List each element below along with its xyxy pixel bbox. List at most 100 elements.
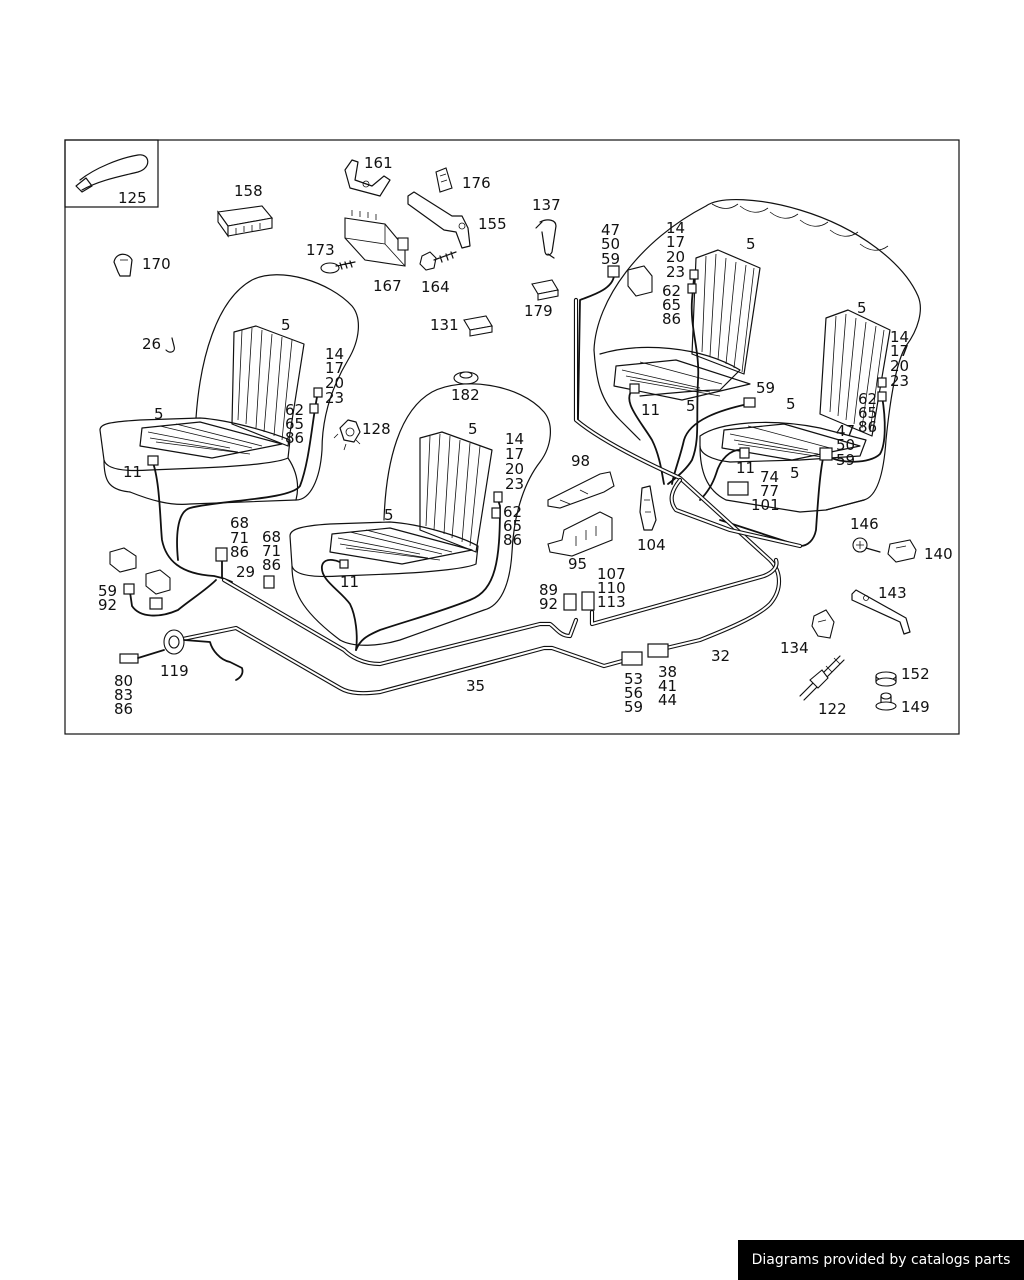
label-68: 68 xyxy=(262,528,281,546)
label-92: 92 xyxy=(539,595,558,613)
label-137: 137 xyxy=(532,196,561,214)
label-56: 56 xyxy=(624,684,643,702)
label-71: 71 xyxy=(262,542,281,560)
label-65: 65 xyxy=(285,415,304,433)
wire-harness-front-left xyxy=(129,391,319,617)
label-173: 173 xyxy=(306,241,335,259)
label-17: 17 xyxy=(325,359,344,377)
label-59: 59 xyxy=(601,250,620,268)
relay-59-92 xyxy=(109,547,171,595)
label-5: 5 xyxy=(468,420,478,438)
label-95: 95 xyxy=(568,555,587,573)
label-59: 59 xyxy=(836,451,855,469)
label-38: 38 xyxy=(658,663,677,681)
cable-tie-icon xyxy=(75,154,149,193)
relay-module-158 xyxy=(217,205,274,238)
label-107: 107 xyxy=(597,565,626,583)
label-179: 179 xyxy=(524,302,553,320)
label-23: 23 xyxy=(890,372,909,390)
label-113: 113 xyxy=(597,593,626,611)
bracket-155 xyxy=(407,191,471,249)
label-20: 20 xyxy=(325,374,344,392)
label-158: 158 xyxy=(234,182,263,200)
label-152: 152 xyxy=(901,665,930,683)
inset-box-125 xyxy=(64,139,159,208)
label-5: 5 xyxy=(686,397,696,415)
control-unit-167 xyxy=(344,210,409,267)
cable-32 xyxy=(573,297,782,653)
clip-176 xyxy=(435,167,453,193)
label-167: 167 xyxy=(373,277,402,295)
label-86: 86 xyxy=(262,556,281,574)
label-14: 14 xyxy=(325,345,344,363)
label-23: 23 xyxy=(666,263,685,281)
connectors xyxy=(119,265,887,666)
label-20: 20 xyxy=(666,248,685,266)
screw-164 xyxy=(419,251,457,271)
cable-29 xyxy=(221,577,579,667)
label-80: 80 xyxy=(114,672,133,690)
label-155: 155 xyxy=(478,215,507,233)
label-143: 143 xyxy=(878,584,907,602)
bushing-149 xyxy=(875,692,897,711)
label-14: 14 xyxy=(666,219,685,237)
label-5: 5 xyxy=(384,506,394,524)
label-125: 125 xyxy=(118,189,147,207)
footer-credit: Diagrams provided by catalogs parts xyxy=(738,1240,1024,1280)
label-11: 11 xyxy=(736,459,755,477)
relay-rear-47-50-59 xyxy=(627,265,653,297)
clip-140 xyxy=(887,539,917,563)
label-14: 14 xyxy=(505,430,524,448)
label-164: 164 xyxy=(421,278,450,296)
label-86: 86 xyxy=(114,700,133,718)
screw-146 xyxy=(852,537,881,553)
part-labels: 125 158 161 176 155 173 167 164 137 179 … xyxy=(98,154,953,718)
label-62: 62 xyxy=(285,401,304,419)
label-59: 59 xyxy=(756,379,775,397)
label-47: 47 xyxy=(836,422,855,440)
label-149: 149 xyxy=(901,698,930,716)
label-65: 65 xyxy=(503,517,522,535)
label-101: 101 xyxy=(751,496,780,514)
label-29: 29 xyxy=(236,563,255,581)
label-5: 5 xyxy=(857,299,867,317)
label-14: 14 xyxy=(890,328,909,346)
label-23: 23 xyxy=(505,475,524,493)
connector-179 xyxy=(531,279,559,301)
label-11: 11 xyxy=(123,463,142,481)
label-77: 77 xyxy=(760,482,779,500)
label-50: 50 xyxy=(601,235,620,253)
label-89: 89 xyxy=(539,581,558,599)
strap-137 xyxy=(535,219,557,259)
bracket-161 xyxy=(344,159,391,197)
label-170: 170 xyxy=(142,255,171,273)
rear-bench-seat xyxy=(593,199,921,513)
label-17: 17 xyxy=(890,342,909,360)
label-65: 65 xyxy=(858,404,877,422)
hook-26 xyxy=(165,337,175,353)
label-11: 11 xyxy=(641,401,660,419)
cable-35 xyxy=(175,625,629,696)
label-128: 128 xyxy=(362,420,391,438)
label-122: 122 xyxy=(818,700,847,718)
label-17: 17 xyxy=(666,233,685,251)
front-right-seat xyxy=(289,383,551,646)
wire-harness-front-right xyxy=(321,499,501,651)
label-5: 5 xyxy=(746,235,756,253)
label-32: 32 xyxy=(711,647,730,665)
label-86: 86 xyxy=(285,429,304,447)
bracket-143 xyxy=(851,589,911,635)
label-50: 50 xyxy=(836,436,855,454)
label-62: 62 xyxy=(503,503,522,521)
label-92: 92 xyxy=(98,596,117,614)
label-86: 86 xyxy=(858,418,877,436)
cover-98 xyxy=(547,471,615,509)
label-23: 23 xyxy=(325,389,344,407)
bracket-104 xyxy=(639,485,657,531)
label-20: 20 xyxy=(505,460,524,478)
label-26: 26 xyxy=(142,335,161,353)
label-65: 65 xyxy=(662,296,681,314)
grommet-119 xyxy=(137,629,244,681)
clip-128 xyxy=(333,419,361,451)
